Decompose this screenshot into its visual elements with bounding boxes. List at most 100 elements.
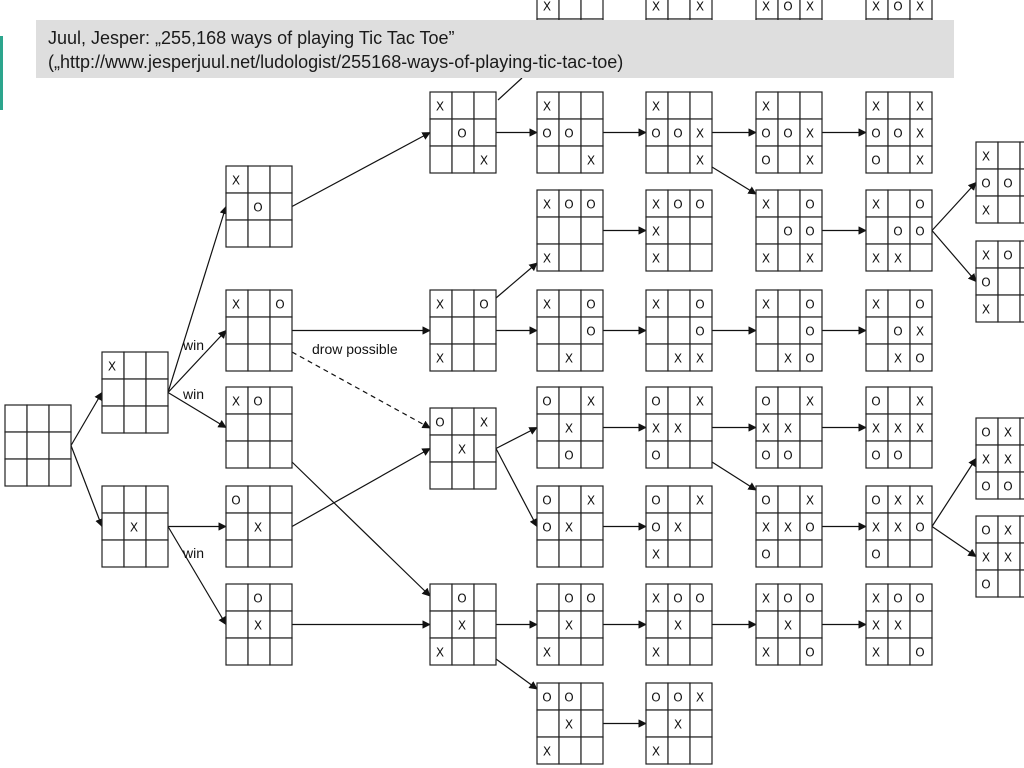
x-mark: X [916,0,924,14]
x-mark: X [806,0,814,14]
x-mark: X [458,619,466,633]
x-mark: X [436,646,444,660]
o-mark: O [893,449,902,463]
o-mark: O [542,521,551,535]
board-cell [755,610,779,639]
board-cell [247,485,271,514]
edge-c8-t6 [931,230,977,283]
board-cell [558,485,582,514]
board-cell [1019,417,1024,446]
o-mark: O [783,592,792,606]
o-mark: O [761,494,770,508]
x-mark: X [982,551,990,565]
board-cell [451,316,475,345]
board-cell [123,351,147,380]
board-cell [997,569,1021,598]
o-mark: O [564,449,573,463]
slide-accent-bar [0,36,3,110]
board-cell [26,458,50,487]
win-label: win [182,337,204,353]
board-cell [1019,267,1024,296]
board-cell [667,289,691,318]
board-cell [689,413,713,442]
board-cell [580,216,604,245]
board-cell [536,709,560,738]
o-mark: O [253,201,262,215]
board-cell [580,343,604,372]
o-mark: O [783,449,792,463]
x-mark: X [652,252,660,266]
board-cell [580,610,604,639]
x-mark: X [565,718,573,732]
board-cell [123,378,147,407]
board-cell [429,461,453,490]
board-cell [451,343,475,372]
x-mark: X [916,154,924,168]
x-mark: X [436,352,444,366]
board-cell [48,458,72,487]
board-cell [645,610,669,639]
board-cell [1019,240,1024,269]
board-cell [755,216,779,245]
edge-to-citation [497,77,523,101]
board-cell [865,343,889,372]
board-cell [689,709,713,738]
board-cell [777,316,801,345]
x-mark: X [652,298,660,312]
board-cell [997,267,1021,296]
o-mark: O [893,592,902,606]
board-cell [451,461,475,490]
board-cell [887,386,911,415]
x-mark: X [543,745,551,759]
o-mark: O [871,154,880,168]
o-mark: O [761,449,770,463]
x-mark: X [916,395,924,409]
win-label: win [182,386,204,402]
board-cell [689,91,713,120]
board-cell [1019,294,1024,323]
board-cell [689,610,713,639]
edge-b3c-c17 [495,448,538,528]
board-cell [667,91,691,120]
board-cell [645,316,669,345]
board-cell [777,485,801,514]
board-cell [580,709,604,738]
x-mark: X [232,395,240,409]
o-mark: O [651,127,660,141]
o-mark: O [981,578,990,592]
board-b1b: X [101,485,169,568]
x-mark: X [1004,453,1012,467]
o-mark: O [981,276,990,290]
edge-root-b1a [70,391,103,446]
board-cell [667,386,691,415]
board-root [4,404,72,487]
board-cell [777,243,801,272]
board-cell [645,343,669,372]
board-cell [997,195,1021,224]
o-mark: O [805,325,814,339]
board-cell [225,539,249,568]
o-mark: O [761,548,770,562]
board-cell [558,386,582,415]
board-cell [558,289,582,318]
o-mark: O [783,225,792,239]
board-cell [777,539,801,568]
board-cell [269,165,293,194]
x-mark: X [982,303,990,317]
x-mark: X [254,619,262,633]
o-mark: O [871,395,880,409]
o-mark: O [805,225,814,239]
o-mark: O [1003,177,1012,191]
o-mark: O [915,592,924,606]
board-cell [247,539,271,568]
o-mark: O [673,198,682,212]
board-cell [4,458,28,487]
